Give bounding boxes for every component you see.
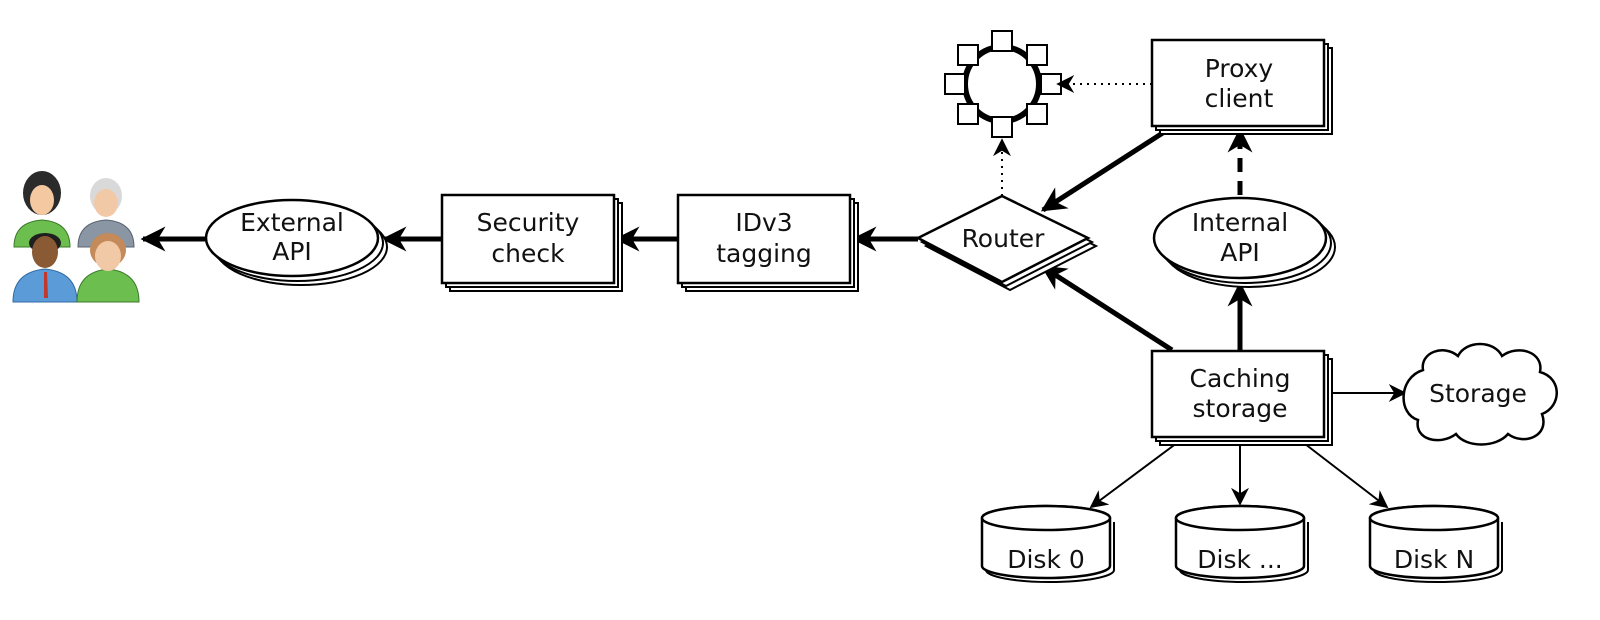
storage-label: Storage [1429, 379, 1527, 408]
arrow-caching-to-disk-n [1295, 436, 1389, 509]
external-api-node: External API [204, 198, 388, 286]
cloud-icon: Storage [1402, 342, 1558, 446]
external-api-label-line1: External [240, 208, 344, 237]
proxy-client-label-line1: Proxy [1205, 54, 1274, 83]
caching-storage-label-line1: Caching [1189, 364, 1290, 393]
disk-0-node: Disk 0 [980, 504, 1115, 583]
internal-api-node: Internal API [1152, 196, 1336, 288]
proxy-client-label-line2: client [1205, 84, 1274, 113]
idv3-tagging-label-line2: tagging [716, 239, 812, 268]
disk-mid-label: Disk ... [1197, 545, 1283, 574]
router-label: Router [962, 224, 1046, 253]
caching-storage-label-line2: storage [1193, 394, 1288, 423]
arrow-proxy-to-router [1040, 124, 1174, 213]
disk-mid-node: Disk ... [1174, 504, 1309, 583]
caching-storage-node: Caching storage [1150, 349, 1333, 446]
disk-0-label: Disk 0 [1007, 545, 1085, 574]
idv3-tagging-node: IDv3 tagging [676, 193, 859, 292]
router-node: Router [915, 194, 1099, 292]
security-check-node: Security check [440, 193, 623, 292]
internal-api-label-line1: Internal [1192, 208, 1288, 237]
connectors [140, 75, 1407, 509]
proxy-client-node: Proxy client [1150, 38, 1333, 135]
disk-n-node: Disk N [1368, 504, 1503, 583]
disk-n-label: Disk N [1394, 545, 1474, 574]
internal-api-label-line2: API [1220, 238, 1260, 267]
ring-network-icon [944, 30, 1062, 138]
arrow-caching-to-disk-0 [1089, 436, 1186, 509]
users-group-icon [12, 171, 140, 303]
security-check-label-line1: Security [477, 208, 580, 237]
external-api-label-line2: API [272, 237, 312, 266]
security-check-label-line2: check [491, 239, 565, 268]
idv3-tagging-label-line1: IDv3 [735, 208, 792, 237]
arrow-caching-to-router [1040, 264, 1174, 353]
